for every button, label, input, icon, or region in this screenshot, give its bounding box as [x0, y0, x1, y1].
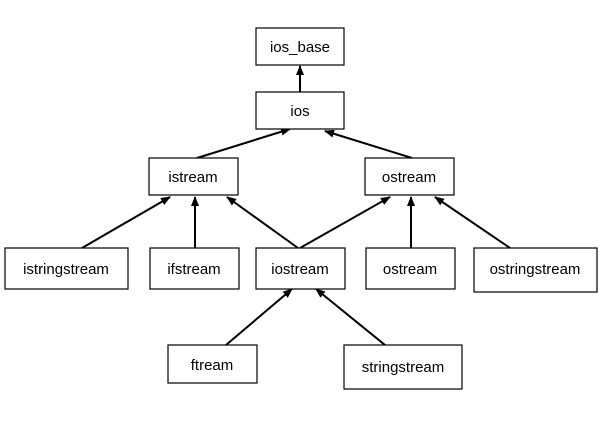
node-iostream: iostream — [255, 247, 346, 290]
node-label: ftream — [191, 357, 234, 374]
node-label: ostream — [383, 261, 437, 278]
node-label: ostringstream — [490, 261, 581, 278]
edges-layer — [81, 65, 511, 346]
node-ios: ios — [255, 91, 345, 130]
node-label: stringstream — [362, 359, 445, 376]
node-ostream-top: ostream — [364, 157, 455, 196]
node-stringstream: stringstream — [343, 344, 463, 390]
node-label: ifstream — [167, 261, 220, 278]
inheritance-arrow — [434, 196, 511, 249]
node-label: ostream — [382, 169, 436, 186]
inheritance-arrow — [226, 196, 299, 249]
node-istringstream: istringstream — [4, 247, 129, 290]
node-ostream-low: ostream — [365, 247, 456, 290]
node-ftream: ftream — [167, 344, 258, 384]
node-label: istream — [168, 169, 217, 186]
node-label: ios_base — [270, 39, 330, 56]
node-ios-base: ios_base — [255, 27, 345, 66]
node-label: istringstream — [23, 261, 109, 278]
node-label: iostream — [271, 261, 329, 278]
node-ifstream: ifstream — [149, 247, 240, 290]
inheritance-arrow — [196, 127, 291, 159]
node-istream: istream — [148, 157, 239, 196]
inheritance-arrow — [225, 288, 293, 346]
inheritance-arrow — [315, 288, 386, 346]
inheritance-arrow — [81, 196, 171, 249]
node-ostringstream: ostringstream — [473, 247, 598, 293]
inheritance-arrow — [324, 129, 413, 159]
node-label: ios — [290, 103, 309, 120]
inheritance-arrow — [299, 196, 391, 249]
